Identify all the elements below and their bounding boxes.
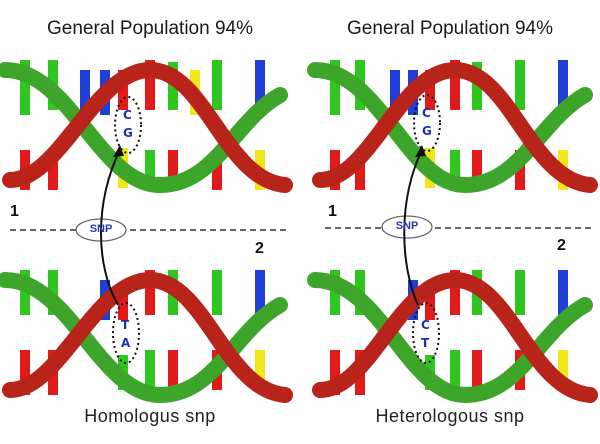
arrow-head: [415, 145, 426, 157]
panel-title: General Population 94%: [347, 18, 553, 39]
snp-tag: SNP: [395, 220, 419, 232]
dna-helix-top: [0, 60, 293, 194]
dna-helix-bottom: [307, 270, 598, 404]
dna-helix-top: [307, 60, 598, 194]
label-2: 2: [255, 240, 264, 257]
panel-caption: Homologus snp: [84, 406, 216, 426]
snp-base-bottom-1: T: [121, 318, 130, 332]
arrow-connector: [403, 149, 423, 306]
snp-base-bottom-2: A: [121, 336, 131, 350]
snp-base-bottom-2: T: [421, 336, 430, 350]
label-2: 2: [557, 237, 566, 254]
arrow-head: [113, 145, 124, 157]
dna-helix-bottom: [0, 270, 293, 404]
snp-base-top-2: G: [123, 126, 133, 140]
label-1: 1: [10, 203, 19, 220]
label-1: 1: [328, 203, 337, 220]
snp-bubble: [381, 215, 433, 239]
snp-base-top-2: G: [422, 124, 432, 138]
arrow-connector: [100, 149, 121, 306]
panel-homologous: General Population 94%: [0, 18, 293, 426]
dna-illustration: [307, 60, 598, 404]
snp-base-top-1: C: [422, 106, 431, 120]
panel-title: General Population 94%: [47, 18, 253, 39]
snp-base-bottom-1: C: [421, 318, 430, 332]
panel-caption: Heterologous snp: [375, 406, 525, 426]
snp-tag: SNP: [89, 223, 113, 235]
panel-heterologous: General Population 94%: [300, 0, 600, 444]
dna-illustration: [0, 60, 293, 404]
snp-base-top-1: C: [123, 108, 132, 122]
